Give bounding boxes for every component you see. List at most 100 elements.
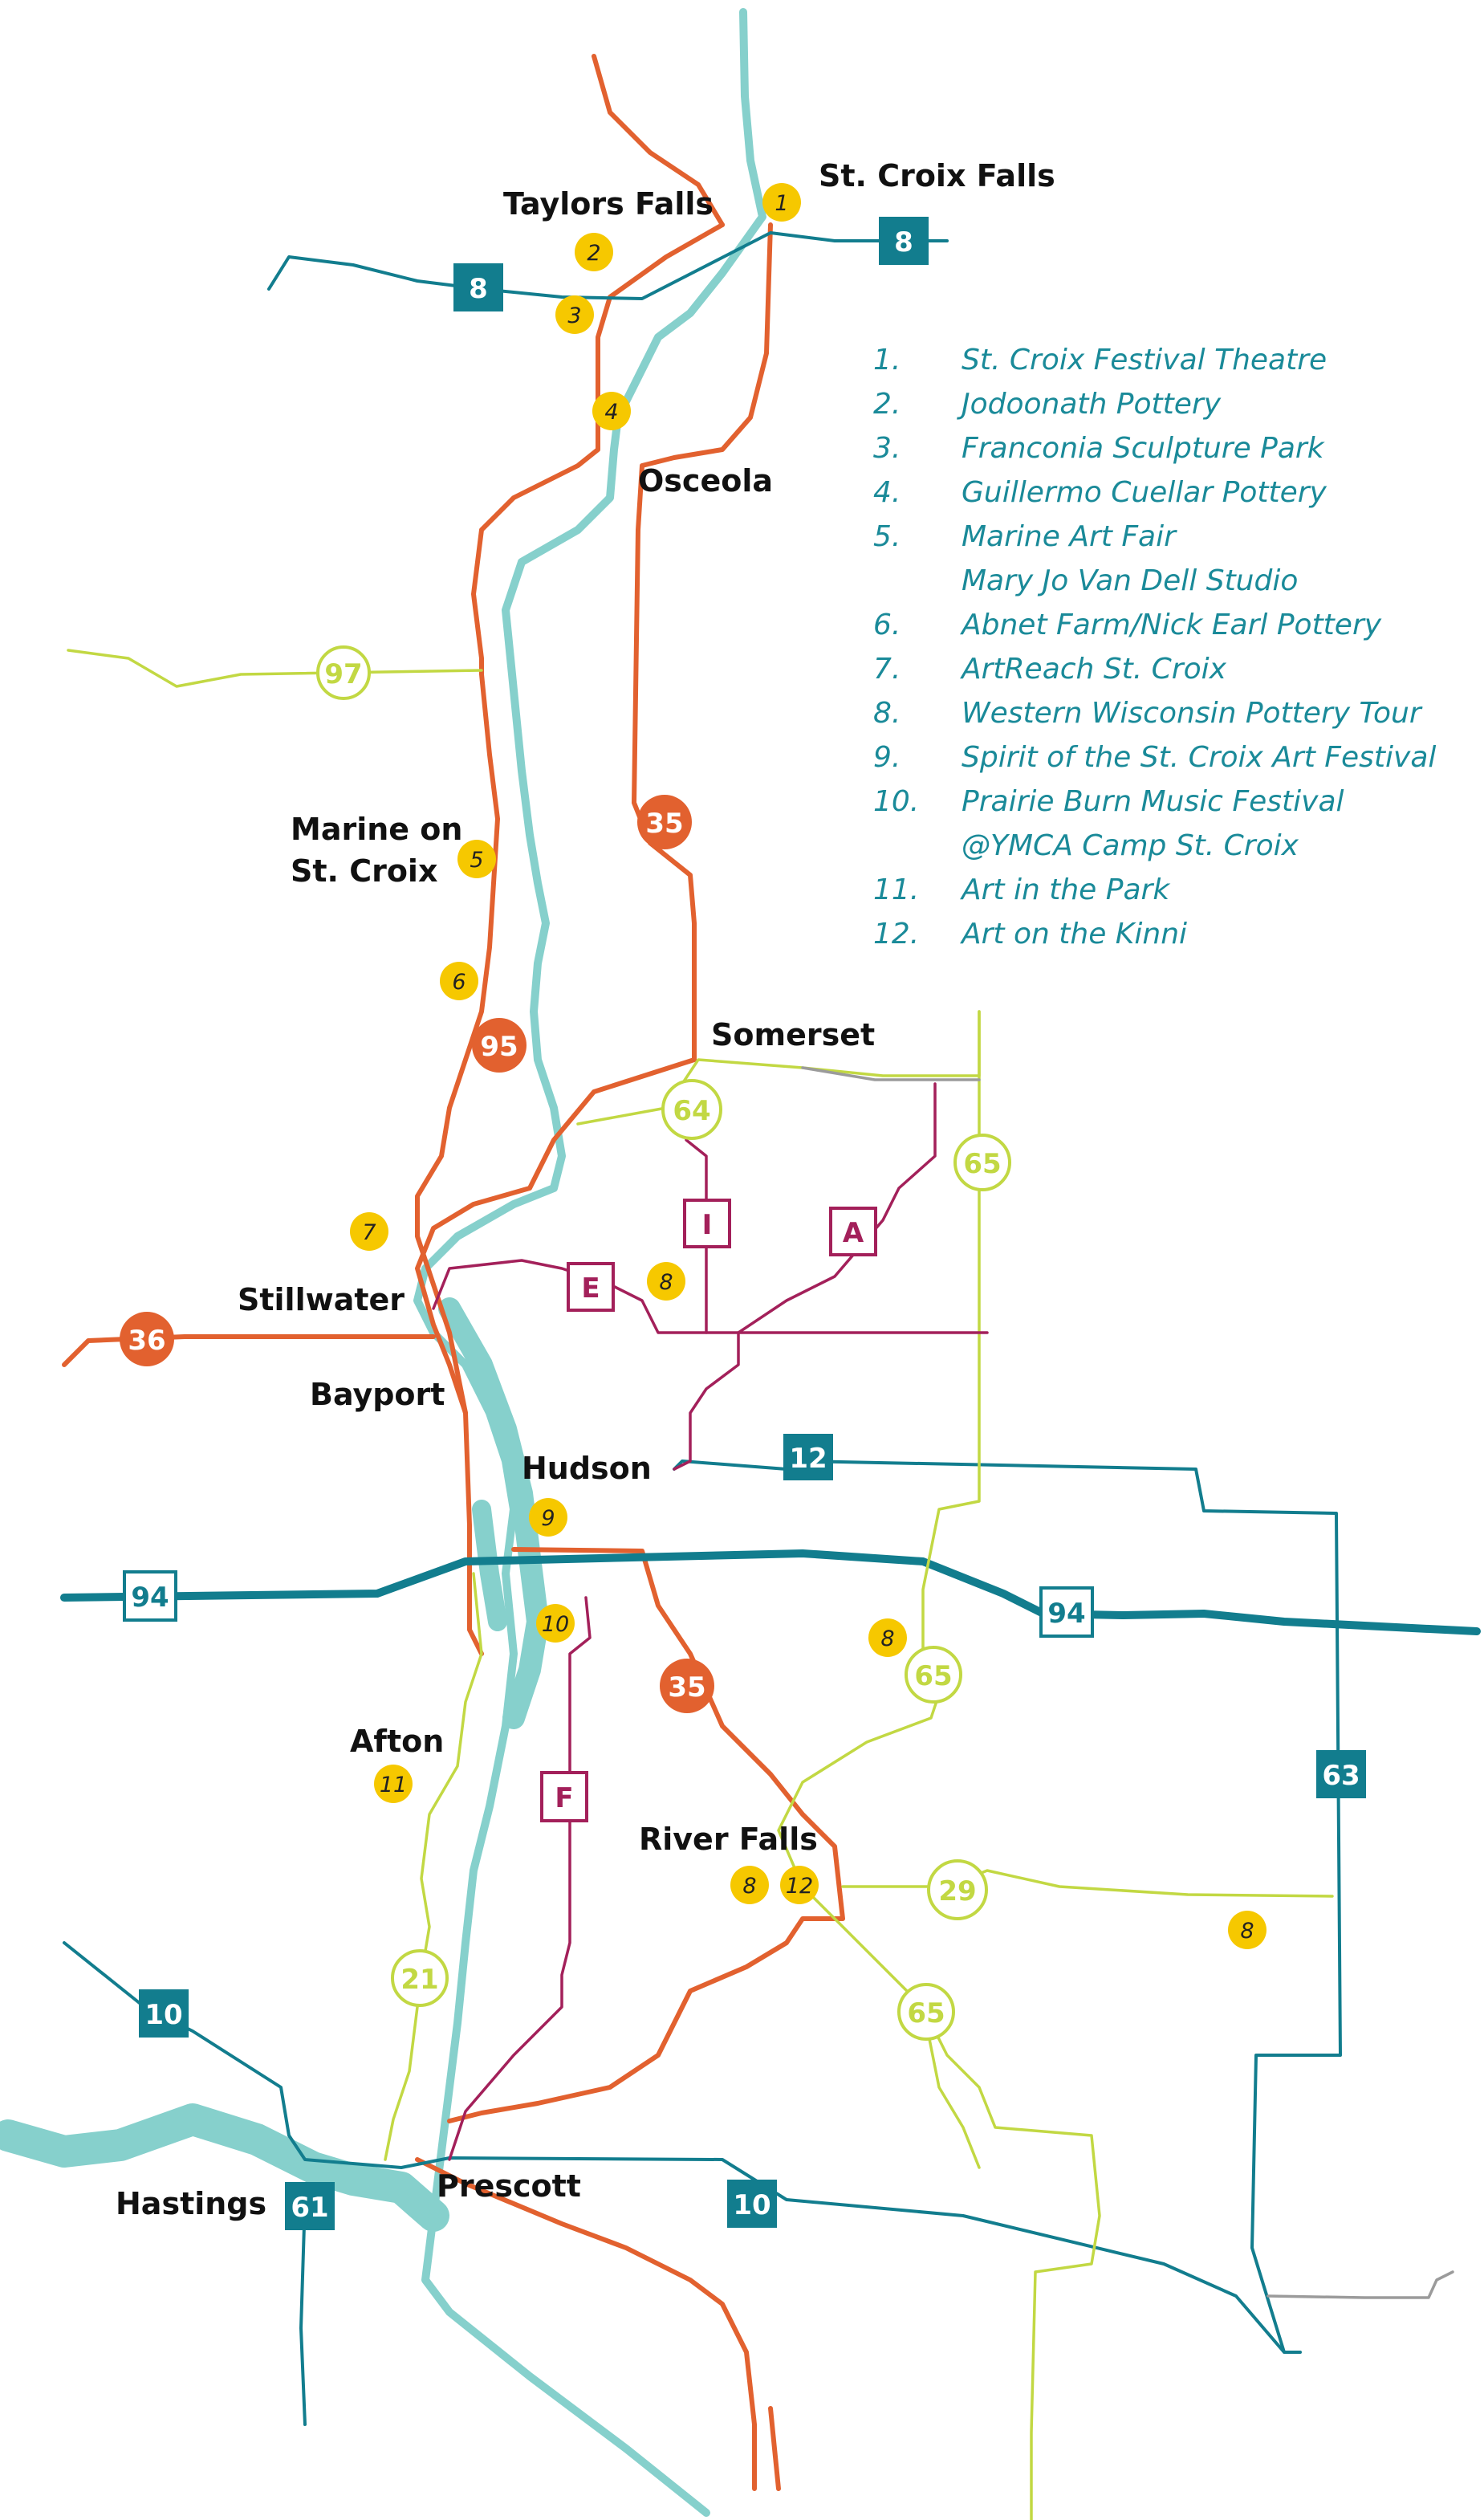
city-bayport: Bayport — [310, 1377, 445, 1412]
shield-95 — [472, 1018, 527, 1073]
city-st-croix-falls: St. Croix Falls — [819, 158, 1055, 193]
shield-10-west — [139, 1989, 189, 2038]
legend-number: 11. — [873, 873, 919, 906]
shield-F-label: F — [555, 1782, 573, 1814]
marker-8-far-east — [1228, 1911, 1266, 1949]
marker-2 — [575, 233, 613, 271]
marker-11-label: 11 — [380, 1773, 407, 1797]
marker-9 — [529, 1498, 567, 1537]
shield-36 — [120, 1312, 174, 1366]
legend-item: Art on the Kinni — [960, 918, 1187, 951]
city-hastings: Hastings — [116, 2186, 266, 2221]
marker-8-hudson-label: 8 — [659, 1270, 673, 1295]
legend-item: ArtReach St. Croix — [960, 653, 1227, 686]
legend-number: 7. — [873, 653, 901, 686]
shield-65-middle-label: 65 — [914, 1660, 952, 1692]
shield-64 — [661, 1079, 722, 1140]
marker-8-east — [868, 1618, 907, 1657]
marker-5-label: 5 — [470, 848, 483, 873]
route-shields: 8 8 97 35 95 64 65 I A E 36 12 94 94 35 … — [120, 217, 1366, 2230]
shield-94-east-label: 94 — [1047, 1598, 1085, 1630]
shield-8-west-label: 8 — [469, 273, 488, 305]
legend-number: 8. — [873, 697, 901, 730]
legend-item: Mary Jo Van Dell Studio — [962, 564, 1298, 597]
orange-routes — [62, 54, 845, 2491]
marker-8-east-label: 8 — [880, 1626, 894, 1651]
legend-item: Art in the Park — [960, 873, 1171, 906]
marker-4 — [592, 392, 631, 430]
shield-8-east-label: 8 — [894, 226, 913, 259]
shield-65-north — [953, 1134, 1011, 1191]
event-markers: 1 2 3 4 5 6 7 8 9 10 11 8 8 12 8 — [350, 183, 1266, 1949]
legend-item: Abnet Farm/Nick Earl Pottery — [960, 609, 1382, 641]
shield-F — [540, 1771, 588, 1822]
legend-item: Guillermo Cuellar Pottery — [962, 476, 1327, 509]
city-stillwater: Stillwater — [238, 1282, 405, 1317]
city-afton: Afton — [350, 1724, 444, 1759]
city-hudson: Hudson — [522, 1451, 652, 1486]
shield-A — [829, 1207, 877, 1256]
marker-8-riverfalls-label: 8 — [742, 1874, 756, 1899]
legend-number: 5. — [873, 520, 901, 553]
shield-8-east — [879, 217, 929, 265]
marker-3 — [555, 295, 594, 334]
marker-2-label: 2 — [587, 241, 600, 266]
shield-97-label: 97 — [324, 658, 362, 690]
city-st-croix: St. Croix — [291, 853, 437, 889]
city-labels: St. Croix Falls Taylors Falls Osceola Ma… — [116, 158, 1055, 2221]
shield-10-east-label: 10 — [733, 2189, 770, 2221]
shield-97 — [316, 645, 371, 700]
legend-item: Spirit of the St. Croix Art Festival — [962, 741, 1436, 774]
shield-29-label: 29 — [938, 1875, 976, 1907]
marker-1-label: 1 — [775, 191, 788, 216]
legend-number: 12. — [873, 918, 919, 951]
shield-65-south-label: 65 — [907, 1997, 945, 2029]
shield-I-label: I — [702, 1209, 713, 1241]
marker-8-far-east-label: 8 — [1240, 1919, 1254, 1944]
marker-5 — [457, 840, 496, 878]
marker-4-label: 4 — [604, 400, 618, 425]
shield-E — [567, 1262, 615, 1312]
legend-number: 10. — [873, 785, 919, 818]
marker-6 — [440, 962, 478, 1000]
marker-6-label: 6 — [452, 970, 466, 995]
legend-item: Western Wisconsin Pottery Tour — [962, 697, 1423, 730]
shield-63 — [1316, 1750, 1366, 1798]
shield-21-label: 21 — [400, 1964, 438, 1996]
city-prescott: Prescott — [437, 2168, 581, 2204]
legend: 1. St. Croix Festival Theatre 2. Jodoona… — [873, 344, 1436, 951]
shield-35-north — [637, 795, 692, 849]
legend-item: Prairie Burn Music Festival — [962, 785, 1344, 818]
shield-65-north-label: 65 — [963, 1148, 1001, 1180]
shield-A-label: A — [843, 1217, 864, 1249]
shield-35-south — [660, 1659, 714, 1713]
legend-number: 1. — [873, 344, 901, 377]
shield-12-label: 12 — [789, 1443, 827, 1475]
legend-number: 9. — [873, 741, 901, 774]
shield-35-north-label: 35 — [645, 808, 683, 840]
city-osceola: Osceola — [638, 463, 773, 499]
marker-11 — [374, 1765, 413, 1803]
shield-8-west — [453, 263, 503, 311]
city-marine-on: Marine on — [291, 812, 462, 847]
shield-94-east — [1039, 1586, 1094, 1638]
marker-10 — [536, 1604, 575, 1643]
legend-item: @YMCA Camp St. Croix — [962, 829, 1299, 862]
legend-item: Franconia Sculpture Park — [962, 432, 1326, 465]
shield-I — [683, 1199, 731, 1248]
shield-65-south — [897, 1983, 955, 2041]
shield-61 — [285, 2182, 335, 2230]
marker-9-label: 9 — [541, 1506, 555, 1531]
marker-8-riverfalls — [730, 1866, 769, 1904]
gray-routes — [801, 1066, 1454, 2299]
shield-65-middle — [905, 1646, 962, 1704]
shield-29 — [927, 1859, 988, 1920]
marker-10-label: 10 — [542, 1612, 569, 1637]
shield-64-label: 64 — [673, 1095, 710, 1127]
river — [0, 8, 766, 2517]
marker-7-label: 7 — [362, 1220, 376, 1245]
city-somerset: Somerset — [711, 1017, 875, 1052]
city-river-falls: River Falls — [639, 1822, 818, 1857]
shield-21 — [391, 1949, 449, 2007]
legend-item: St. Croix Festival Theatre — [962, 344, 1327, 377]
